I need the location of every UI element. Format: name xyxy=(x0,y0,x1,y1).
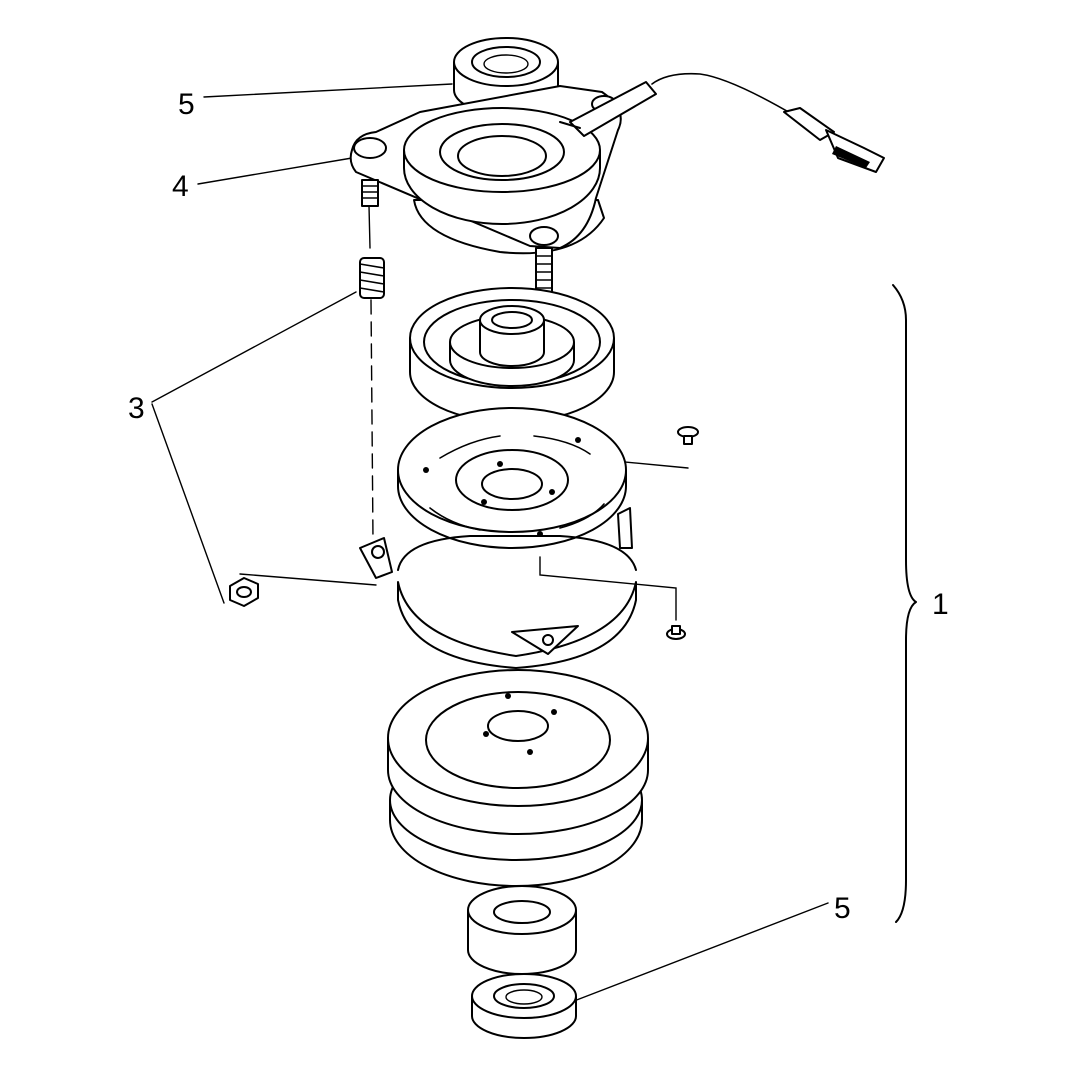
brake-plate xyxy=(397,407,627,549)
housing-boss-left xyxy=(353,137,387,159)
stud-axis-short xyxy=(368,205,371,249)
callout-5-top: 5 xyxy=(178,88,195,121)
spacer-bushing xyxy=(467,885,577,975)
callout-3: 3 xyxy=(128,392,145,425)
stud-left xyxy=(361,179,379,207)
armature-rotor xyxy=(409,287,615,423)
callout-5-bottom: 5 xyxy=(834,892,851,925)
flange-nut xyxy=(229,577,259,607)
wire-lead xyxy=(559,72,793,137)
leader-3-upper xyxy=(151,291,357,403)
leader-5-top xyxy=(203,83,453,98)
callout-4: 4 xyxy=(172,170,189,203)
stud-axis-dashed xyxy=(370,299,374,541)
connector-plug xyxy=(783,107,885,173)
housing-boss-right xyxy=(529,226,559,246)
springs xyxy=(359,257,385,299)
leader-5-bottom xyxy=(573,902,829,1002)
rivet-bottom xyxy=(666,625,686,640)
assembly-bracket xyxy=(892,284,917,923)
brake-shroud xyxy=(359,507,637,669)
leader-rivet-bottom xyxy=(539,556,677,621)
rivet-top xyxy=(677,426,699,445)
shroud-tab-right xyxy=(617,507,633,549)
leader-3-lower xyxy=(151,403,225,604)
brake-plate-rivets xyxy=(666,426,699,640)
pulley xyxy=(387,669,649,887)
shroud-tab-bottom xyxy=(511,625,579,655)
field-coil-housing xyxy=(349,85,622,255)
leader-4 xyxy=(197,157,353,185)
leader-nut xyxy=(239,573,377,586)
callout-1: 1 xyxy=(932,588,949,621)
bearing-bottom xyxy=(471,973,577,1039)
